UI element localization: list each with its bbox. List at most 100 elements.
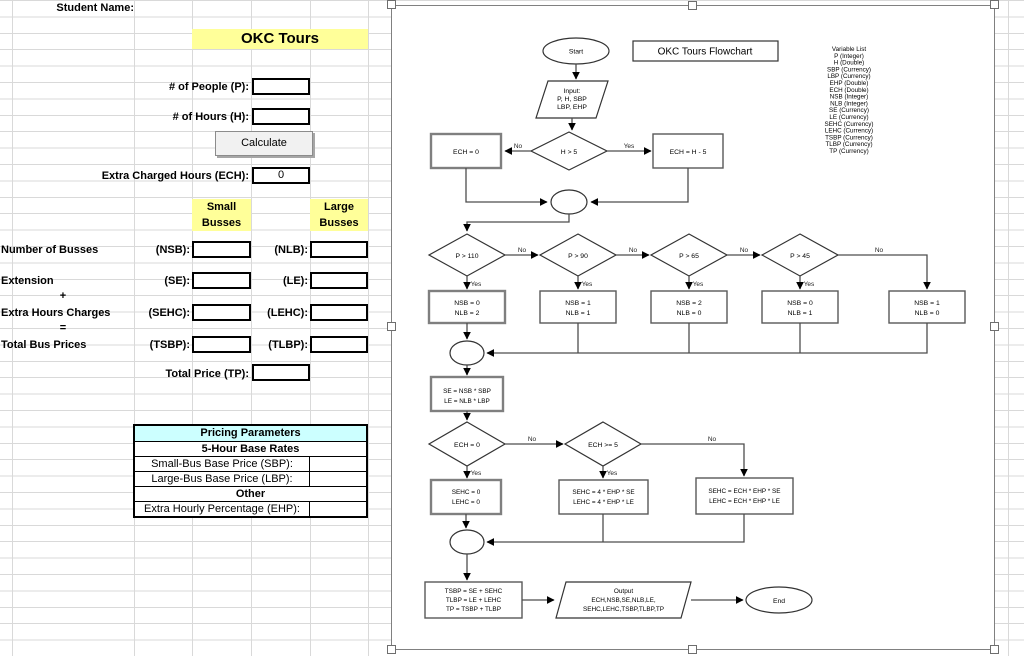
svg-text:LBP (Currency): LBP (Currency) — [827, 73, 870, 80]
svg-text:NSB = 1: NSB = 1 — [914, 300, 940, 307]
process-bus5 — [888, 290, 966, 324]
decision-hours — [529, 131, 609, 171]
selection-handle[interactable] — [688, 645, 697, 654]
nsb-code-label: (NSB): — [155, 244, 190, 256]
tsbp-input[interactable] — [192, 336, 251, 353]
lehc-code-label: (LEHC): — [267, 307, 308, 319]
nlb-input[interactable] — [310, 241, 368, 258]
svg-text:No: No — [528, 436, 537, 443]
grid-column-line — [192, 0, 193, 656]
svg-text:TSBP (Currency): TSBP (Currency) — [825, 134, 873, 141]
svg-text:NLB = 1: NLB = 1 — [566, 310, 591, 317]
le-code-label: (LE): — [282, 275, 308, 287]
flowchart-title-box — [632, 40, 779, 62]
end-terminator — [745, 586, 813, 614]
selection-handle[interactable] — [688, 1, 697, 10]
svg-text:ECH = H - 5: ECH = H - 5 — [670, 149, 707, 156]
lehc-input[interactable] — [310, 304, 368, 321]
flowchart-title: OKC Tours Flowchart — [658, 47, 753, 58]
svg-text:SBP (Currency): SBP (Currency) — [827, 66, 871, 73]
sheet-title: OKC Tours — [192, 29, 368, 49]
svg-text:SE (Currency): SE (Currency) — [829, 107, 869, 114]
svg-text:Yes: Yes — [582, 281, 593, 288]
selection-handle[interactable] — [387, 645, 396, 654]
svg-text:Yes: Yes — [804, 281, 815, 288]
plus-symbol: + — [59, 290, 67, 302]
svg-text:SEHC (Currency): SEHC (Currency) — [825, 121, 874, 128]
svg-text:H > 5: H > 5 — [561, 149, 578, 156]
total-price-cell[interactable] — [252, 364, 310, 381]
people-input[interactable] — [252, 78, 310, 95]
se-code-label: (SE): — [164, 275, 190, 287]
svg-text:P > 45: P > 45 — [790, 253, 810, 260]
sehc-code-label: (SEHC): — [148, 307, 190, 319]
grid-column-line — [1008, 0, 1009, 656]
svg-text:SEHC = 4 * EHP * SE: SEHC = 4 * EHP * SE — [572, 489, 634, 496]
svg-text:No: No — [740, 247, 749, 254]
nsb-input[interactable] — [192, 241, 251, 258]
process-totals — [424, 581, 523, 619]
svg-text:ECH = 0: ECH = 0 — [453, 149, 479, 156]
pricing-parameters-table: Pricing Parameters 5-Hour Base Rates Sma… — [133, 424, 368, 518]
variable-list: Variable List P (Integer) H (Double) SBP… — [825, 46, 874, 155]
process-charge1 — [429, 478, 503, 516]
process-bus2 — [539, 290, 617, 324]
selection-handle[interactable] — [387, 0, 396, 9]
svg-text:TLBP = LE + LEHC: TLBP = LE + LEHC — [446, 597, 502, 604]
no-label: No — [514, 143, 523, 150]
svg-text:ECH >= 5: ECH >= 5 — [588, 442, 618, 449]
tsbp-code-label: (TSBP): — [149, 339, 190, 351]
svg-text:P > 90: P > 90 — [568, 253, 588, 260]
svg-text:SEHC = ECH * EHP * SE: SEHC = ECH * EHP * SE — [708, 488, 780, 495]
svg-text:NSB = 0: NSB = 0 — [787, 300, 813, 307]
tlbp-code-label: (TLBP): — [268, 339, 308, 351]
calculate-button[interactable]: Calculate — [215, 131, 313, 156]
output-parallelogram — [555, 581, 692, 619]
svg-text:NLB = 0: NLB = 0 — [677, 310, 702, 317]
ech-value-cell[interactable]: 0 — [252, 167, 310, 184]
process-extension — [429, 375, 505, 413]
row-name-ehc: Extra Hours Charges — [1, 307, 111, 319]
grid-column-line — [310, 0, 311, 656]
connector-circle — [449, 529, 485, 555]
svg-text:NLB (Integer): NLB (Integer) — [830, 100, 868, 107]
svg-text:LBP, EHP: LBP, EHP — [557, 104, 587, 111]
svg-text:NSB = 0: NSB = 0 — [454, 300, 480, 307]
svg-text:Yes: Yes — [471, 281, 482, 288]
sbp-value-cell[interactable] — [309, 457, 366, 471]
hours-input[interactable] — [252, 108, 310, 125]
selection-handle[interactable] — [387, 322, 396, 331]
start-label: Start — [569, 49, 583, 56]
ehp-value-cell[interactable] — [309, 502, 366, 516]
connector-no — [641, 443, 748, 477]
se-input[interactable] — [192, 272, 251, 289]
svg-text:No: No — [629, 247, 638, 254]
le-input[interactable] — [310, 272, 368, 289]
people-label: # of People (P): — [168, 81, 249, 93]
sehc-input[interactable] — [192, 304, 251, 321]
equals-symbol: = — [59, 322, 67, 334]
end-label: End — [773, 598, 785, 605]
row-name-extension: Extension — [1, 275, 54, 287]
flowchart-object[interactable]: OKC Tours Flowchart Variable List P (Int… — [391, 5, 995, 650]
student-name-label: Student Name: — [56, 2, 134, 14]
svg-text:Yes: Yes — [471, 470, 482, 477]
svg-text:TP (Currency): TP (Currency) — [829, 148, 868, 155]
nlb-code-label: (NLB): — [274, 244, 308, 256]
tlbp-input[interactable] — [310, 336, 368, 353]
selection-handle[interactable] — [990, 0, 999, 9]
svg-text:P > 65: P > 65 — [679, 253, 699, 260]
selection-handle[interactable] — [990, 322, 999, 331]
svg-text:H (Double): H (Double) — [834, 60, 864, 67]
connector — [463, 214, 570, 232]
svg-text:Yes: Yes — [607, 470, 618, 477]
svg-text:NLB = 1: NLB = 1 — [788, 310, 813, 317]
lbp-value-cell[interactable] — [309, 472, 366, 486]
total-price-label: Total Price (TP): — [165, 368, 249, 380]
yes-label: Yes — [624, 143, 635, 150]
svg-text:LEHC = 4 * EHP * LE: LEHC = 4 * EHP * LE — [573, 499, 634, 506]
svg-text:EHP (Double): EHP (Double) — [830, 80, 869, 87]
svg-text:NSB = 1: NSB = 1 — [565, 300, 591, 307]
svg-text:Yes: Yes — [693, 281, 704, 288]
selection-handle[interactable] — [990, 645, 999, 654]
